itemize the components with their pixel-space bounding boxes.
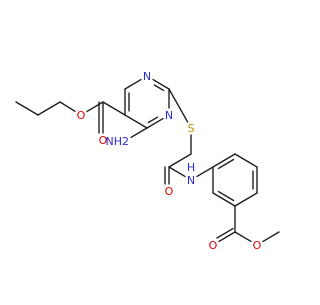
bond-amide-n (168, 166, 186, 178)
ring-nitrogen-1: N (143, 70, 151, 83)
bond-benzene-4-5 (234, 192, 258, 207)
bond-ethyl-o (59, 101, 76, 112)
bond-ethyl-mid (37, 101, 61, 116)
bond-benzene-5-6 (212, 192, 236, 207)
bond-ring-n3-c4 (146, 117, 164, 129)
bond-ring-c4-c5 (124, 114, 148, 129)
ester-oxygen-carbonyl: O (99, 134, 108, 147)
bond-benzene-1-2 (212, 153, 236, 168)
bond-benzene-1-2-second (217, 158, 235, 170)
bond-ring-n3-c4-second (147, 116, 159, 124)
bond-methyl-ester-carbonyl (218, 231, 236, 243)
amide-oxygen: O (165, 185, 174, 198)
bond-ring-n1-c2-second (153, 84, 165, 92)
bond-ring-n1-c2 (152, 78, 170, 90)
bond-o-carbonyl (86, 101, 104, 113)
methyl-ester-oxygen-carbonyl: O (209, 239, 218, 252)
bond-ring-amine (130, 127, 148, 139)
thioether-sulfur: S (188, 122, 195, 135)
ester-oxygen-single: O (77, 109, 86, 122)
bond-ch2-amide (168, 153, 192, 168)
bond-methyl-ester-ch3 (262, 231, 280, 243)
bond-ring-s (168, 88, 189, 123)
bond-methyl-ester-o (234, 231, 252, 243)
amide-hydrogen: H (187, 161, 195, 174)
bond-benzene-5-6-second (217, 190, 235, 202)
ring-nitrogen-3: N (165, 109, 173, 122)
bond-n-benzene (196, 166, 214, 178)
bond-ring-c6-n1 (124, 78, 142, 90)
methyl-ester-oxygen-single: O (253, 239, 262, 252)
bond-benzene-2-3 (234, 153, 258, 168)
amide-nitrogen: N (187, 174, 195, 187)
bond-ester-ring (102, 101, 126, 116)
bond-methyl-ester-carbonyl-second (216, 227, 234, 239)
bond-ethyl-terminal (15, 101, 39, 116)
amine-group: NH2 (106, 135, 130, 148)
